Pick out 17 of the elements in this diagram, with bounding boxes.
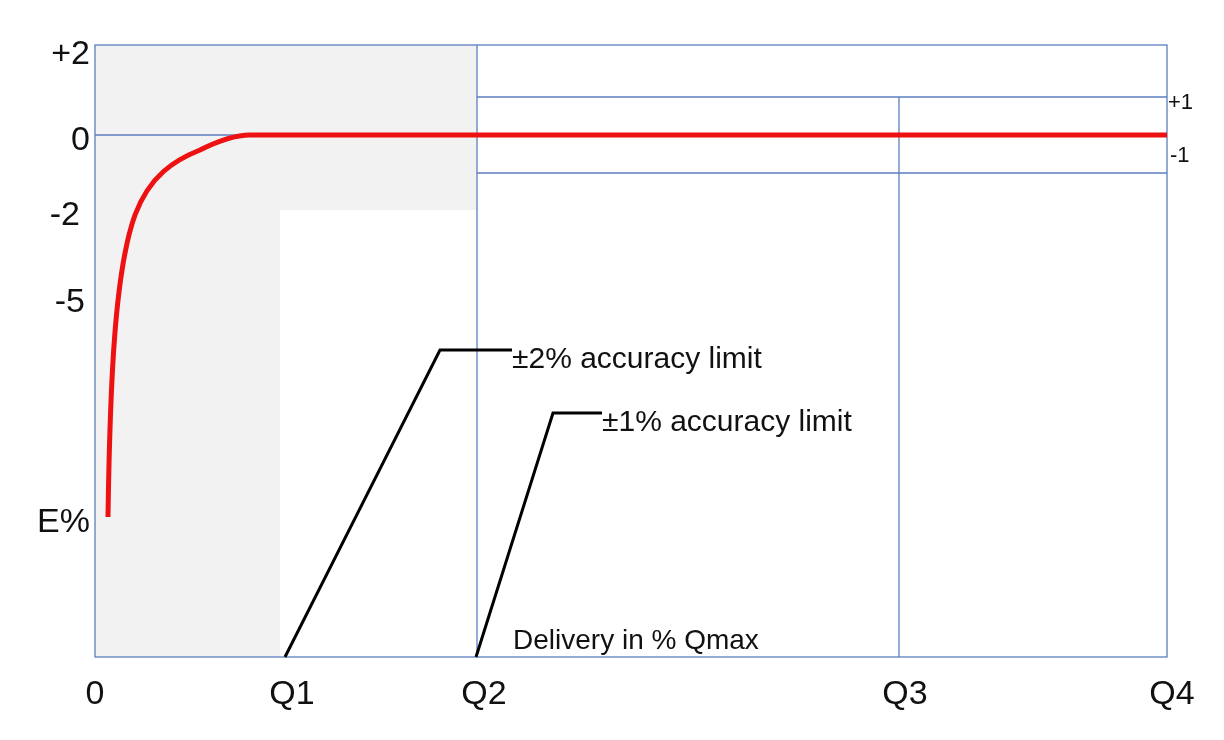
axis-tick-label: +2 — [51, 35, 90, 69]
axis-tick-label: 0 — [71, 121, 90, 155]
limit-label: -1 — [1170, 144, 1190, 166]
annotation-text: ±1% accuracy limit — [602, 403, 852, 439]
axis-tick-label: Q3 — [882, 675, 928, 709]
axis-tick-label: -2 — [49, 196, 80, 230]
axis-tick-label: -5 — [54, 283, 85, 317]
axis-tick-label: Q2 — [461, 675, 507, 709]
leader-line — [474, 411, 602, 658]
annotation-text: ±2% accuracy limit — [512, 340, 762, 376]
axis-title: E% — [37, 503, 90, 537]
axis-tick-label: 0 — [85, 675, 105, 709]
axis-title: Delivery in % Qmax — [513, 626, 759, 654]
axis-tick-label: Q4 — [1149, 675, 1195, 709]
axis-tick-label: Q1 — [269, 675, 315, 709]
leader-line — [283, 348, 512, 658]
limit-label: +1 — [1168, 91, 1194, 113]
